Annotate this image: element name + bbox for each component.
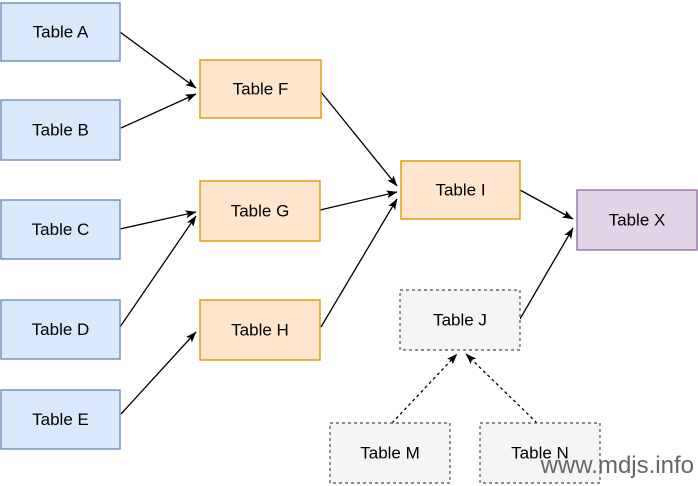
node-box [400,160,521,220]
node-box [199,299,321,361]
edge-m-j [391,353,458,424]
node-box [0,199,121,260]
node-label: Table F [233,80,289,99]
edge-i-x [519,189,574,220]
node-box [0,299,121,360]
edge-a-f [119,31,197,89]
edge-g-i [319,190,398,211]
node-label: Table D [32,320,90,339]
node-label: Table I [435,181,485,200]
node-label: Table J [433,311,487,330]
edge-e-h [120,331,197,415]
node-box [399,289,521,351]
node-table-d: Table D [0,299,121,360]
node-table-c: Table C [0,199,121,260]
node-label: Table X [609,211,666,230]
node-label: Table E [32,410,89,429]
node-table-g: Table G [199,180,321,242]
edge-d-g [119,215,197,328]
node-table-h: Table H [199,299,321,361]
node-table-x: Table X [576,189,698,251]
node-table-m: Table M [329,422,451,484]
edge-b-f [120,93,197,129]
node-box [0,389,121,450]
node-box [479,422,601,484]
edge-c-g [119,210,197,230]
node-table-n: Table N [479,422,601,484]
node-label: Table M [360,444,420,463]
edge-h-i [320,198,398,328]
edge-n-j [465,353,538,424]
node-box [0,2,121,62]
node-table-b: Table B [0,99,121,161]
edge-j-x [519,227,574,320]
edge-f-i [320,91,398,187]
node-table-a: Table A [0,2,121,62]
node-box [199,59,322,119]
node-label: Table N [511,444,569,463]
edges-layer [119,31,574,424]
node-label: Table B [32,121,89,140]
node-table-j: Table J [399,289,521,351]
node-label: Table H [231,321,289,340]
node-box [0,99,121,161]
node-box [199,180,321,242]
node-box [329,422,451,484]
node-table-e: Table E [0,389,121,450]
node-box [576,189,698,251]
node-table-i: Table I [400,160,521,220]
node-label: Table A [33,23,89,42]
node-table-f: Table F [199,59,322,119]
node-label: Table C [32,220,90,239]
node-label: Table G [231,202,290,221]
